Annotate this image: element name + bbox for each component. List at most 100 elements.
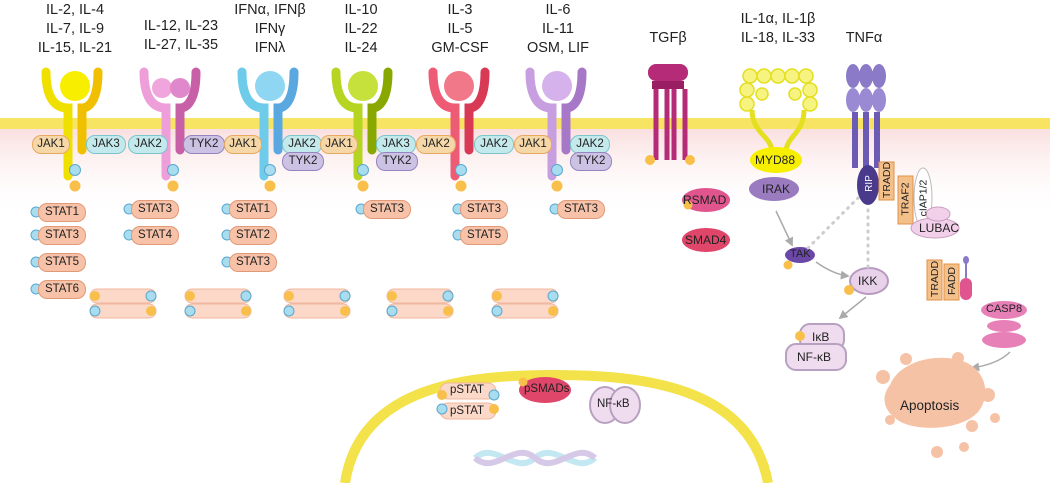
irak-label: IRAK [762, 182, 791, 196]
stat-pill: STAT4 [131, 226, 179, 245]
ciap-label: cIAP1/2 [917, 179, 930, 217]
receptor-il3-family [428, 67, 490, 181]
jak-pill: JAK2 [282, 135, 322, 154]
tak-to-ikk-arrow [815, 261, 850, 280]
stat-dimer [283, 288, 351, 319]
ikk-to-ikb-arrow [838, 296, 867, 320]
receptor-il12-family [139, 67, 201, 181]
jak-pill: JAK1 [320, 135, 358, 154]
jak-pill: JAK2 [416, 135, 456, 154]
myd88-label: MYD88 [755, 153, 796, 167]
stat-pill: STAT3 [557, 200, 605, 219]
tyk-pill: TYK2 [376, 152, 418, 171]
nuclear-pstat-dimer [436, 382, 500, 420]
stat-pill: STAT1 [229, 200, 277, 219]
myd88-blob [750, 147, 802, 173]
tradd-box [878, 161, 895, 201]
header-tgfb: TGFβ [649, 30, 687, 46]
tak-oval [785, 247, 815, 263]
apoptotic-cell [876, 352, 1000, 458]
lubac-cap [925, 206, 951, 222]
tyk-pill: TYK2 [570, 152, 612, 171]
stat-pill: STAT6 [38, 280, 86, 299]
stat-pill: STAT2 [229, 226, 277, 245]
stat-pill: STAT3 [229, 253, 277, 272]
stat-dimer [491, 288, 559, 319]
casp8-bottom [982, 332, 1026, 348]
nfkb-label: NF-κB [797, 350, 831, 364]
casp8-stalk [960, 278, 972, 300]
phospho-sites [69, 164, 563, 192]
rip-oval [857, 165, 879, 205]
tradd-label: TRADD [881, 161, 894, 199]
nucleus-membrane [340, 369, 773, 483]
lubac-label: LUBAC [919, 221, 960, 235]
receptor-il2-family [41, 67, 103, 181]
tradd2-box [926, 259, 943, 301]
stat-pill: STAT3 [460, 200, 508, 219]
rsmad-oval [682, 188, 730, 212]
smad4-label: SMAD4 [685, 233, 727, 247]
casp8-mid [987, 320, 1021, 332]
psmads-label: pSMADs [524, 383, 570, 395]
stat-dimer [89, 288, 157, 319]
traf2-box [897, 175, 914, 225]
jak-pill: JAK2 [474, 135, 514, 154]
stat-dimer [386, 288, 454, 319]
irak-oval [749, 177, 799, 201]
header-tnfa: TNFα [845, 30, 883, 46]
stat-pill: STAT3 [38, 226, 86, 245]
rsmad-phospho [683, 200, 693, 210]
nuclear-psmads-oval [519, 377, 571, 403]
nuclear-nfkb [589, 386, 641, 424]
ikb-label: IκB [812, 330, 830, 344]
receptor-tnf [846, 64, 886, 168]
receptor-tgfb [645, 64, 695, 165]
cell-membrane [0, 118, 1050, 129]
receptor-il6-family [525, 67, 587, 181]
stat-pill: STAT5 [460, 226, 508, 245]
tradd2-label: TRADD [929, 260, 942, 298]
dotted-link-1 [806, 196, 860, 250]
receptor-il1 [739, 68, 818, 151]
jak-pill: JAK1 [224, 135, 262, 154]
casp8-to-apoptosis-arrow [970, 351, 1011, 372]
apoptosis-label: Apoptosis [900, 398, 960, 413]
casp8-label: CASP8 [986, 303, 1023, 315]
rsmad-label: RSMAD [683, 193, 727, 207]
jak-pill: JAK1 [514, 135, 552, 154]
tyk-pill: TYK2 [183, 135, 225, 154]
smad4-oval [682, 228, 730, 252]
stat-pill: STAT5 [38, 253, 86, 272]
fadd-box [943, 263, 960, 301]
jak-pill: JAK3 [86, 135, 126, 154]
tak-label: TAK [790, 248, 811, 260]
dna-helix [472, 449, 598, 467]
traf2-label: TRAF2 [899, 182, 912, 216]
stat-pill: STAT1 [38, 203, 86, 222]
pstat-label-2: pSTAT [450, 405, 485, 417]
stat-pill: STAT3 [131, 200, 179, 219]
stat-dimer [184, 288, 252, 319]
receptor-ifn-family [237, 67, 299, 181]
nuclear-nfkb-label: NF-κB [597, 398, 630, 410]
casp8-top [981, 301, 1027, 319]
rip-label: RIP [863, 175, 875, 192]
jak-pill: JAK2 [128, 135, 168, 154]
stat-pill: STAT3 [363, 200, 411, 219]
ikk-label: IKK [858, 274, 878, 288]
receptor-il10-family [331, 67, 393, 181]
tyk-pill: TYK2 [282, 152, 324, 171]
jak-pill: JAK1 [32, 135, 70, 154]
stat-dimers [89, 288, 559, 319]
fadd-label: FADD [946, 266, 959, 296]
pstat-label-1: pSTAT [450, 384, 485, 396]
irak-to-tak-arrow [775, 210, 794, 247]
